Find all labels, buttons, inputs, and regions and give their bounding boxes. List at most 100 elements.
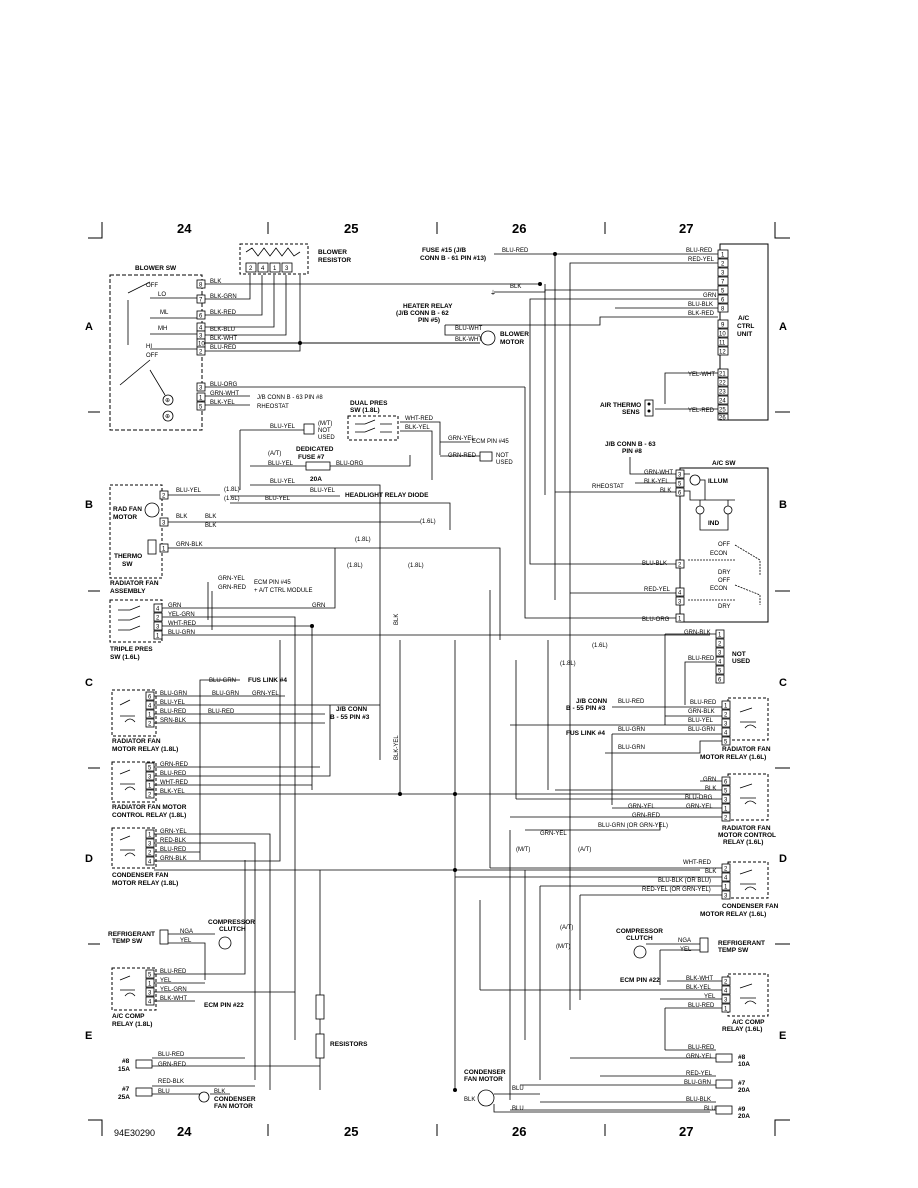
wire-grn-yel-mod: GRN-YEL	[218, 576, 245, 582]
ac-wire-red-yel: RED-YEL	[688, 257, 715, 263]
thermo-sw-2: SW	[122, 561, 133, 568]
svg-text:1: 1	[148, 833, 152, 839]
wire-blk-cf16: BLK	[705, 869, 716, 875]
svg-text:26: 26	[719, 416, 726, 422]
wire-blu-org: BLU-ORG	[210, 382, 238, 388]
wire-grn-tri2: GRN	[312, 603, 325, 609]
wire-blu-org-ac: BLU-ORG	[642, 617, 670, 623]
grid-bottom-24: 24	[177, 1124, 192, 1139]
jb55-1: J/B CONN	[336, 706, 367, 713]
blower-resistor-label-1: BLOWER	[318, 249, 347, 256]
grid-top-26: 26	[512, 221, 526, 236]
wire-grn-tri: GRN	[168, 603, 181, 609]
wire-blu-red-cf18: BLU-RED	[160, 847, 187, 853]
resistors-label: RESISTORS	[330, 1041, 368, 1048]
wire-grn-blk-r16: GRN-BLK	[688, 709, 715, 715]
svg-text:1: 1	[273, 266, 277, 272]
triple-pres-switch: 4 2 3 1 TRIPLE PRES SW (1.6L) GRN YEL-GR…	[109, 548, 710, 1040]
svg-text:1: 1	[148, 713, 152, 719]
wire-blk-rad3: BLK	[205, 523, 216, 529]
svg-text:10: 10	[198, 342, 205, 348]
wire-blu-grn-f7r: BLU-GRN	[684, 1080, 711, 1086]
wire-blk-yel-ac16: BLK-YEL	[686, 985, 711, 991]
wire-blu-grn-or: BLU-GRN (OR GRN-YEL)	[598, 823, 668, 829]
jb63-pin8-label: J/B CONN B - 63 PIN #8	[257, 395, 323, 401]
svg-text:4: 4	[148, 704, 152, 710]
cond-fan-motor-l-1: CONDENSER	[214, 1096, 256, 1103]
svg-text:2: 2	[678, 563, 682, 569]
wire-grn-yel-f8r: GRN-YEL	[686, 1054, 713, 1060]
wire-blu-f9r: BLU	[704, 1106, 716, 1112]
svg-text:5: 5	[721, 289, 725, 295]
blower-resistor: BLOWER RESISTOR 2 4 1 3	[239, 243, 351, 275]
dedicated-fuse-2: FUSE #7	[298, 454, 325, 461]
svg-text:2: 2	[249, 266, 253, 272]
svg-text:10: 10	[719, 332, 726, 338]
svg-text:1: 1	[724, 807, 728, 813]
figure-id: 94E30290	[114, 1128, 155, 1138]
ac-comp-18-1: A/C COMP	[112, 1013, 145, 1020]
svg-text:2: 2	[199, 350, 203, 356]
ac-wire-blk-red: BLK-RED	[688, 311, 715, 317]
comp-clutch-r-1: COMPRESSOR	[616, 928, 663, 935]
wire-red-blk-cf18: RED-BLK	[160, 838, 186, 844]
svg-text:3: 3	[724, 894, 728, 900]
ac-wire-blu-blk: BLU-BLK	[688, 302, 713, 308]
ac-dry-2: DRY	[718, 604, 731, 610]
svg-text:5: 5	[678, 482, 682, 488]
wire-grn-yel-r18: GRN-YEL	[252, 691, 279, 697]
svg-text:8: 8	[721, 307, 725, 313]
wire-blk-ground: BLK	[510, 284, 521, 290]
refrig-temp-r-1: REFRIGERANT	[718, 940, 765, 947]
ac-comp-16-2: RELAY (1.6L)	[722, 1026, 762, 1033]
svg-text:1: 1	[724, 704, 728, 710]
blower-sw-label: BLOWER SW	[135, 265, 177, 272]
rad-fan-ctrl-relay-18: 5 3 1 2 RADIATOR FAN MOTOR CONTROL RELAY…	[111, 640, 700, 819]
wire-blk-yel-ac: BLK-YEL	[644, 479, 669, 485]
wire-blk-1: BLK	[210, 279, 221, 285]
svg-text:6: 6	[199, 314, 203, 320]
cond-fan-18-2: MOTOR RELAY (1.8L)	[112, 880, 178, 887]
wire-blk-wht-ac18: BLK-WHT	[160, 996, 187, 1002]
grid-top-25: 25	[344, 221, 358, 236]
svg-text:4: 4	[724, 989, 728, 995]
wire-grn-red-c18: GRN-RED	[160, 762, 189, 768]
ac-switch: J/B CONN B - 63 PIN #8 A/C SW GRN-WHT BL…	[524, 387, 769, 623]
svg-text:3: 3	[678, 473, 682, 479]
ac-off-1: OFF	[718, 542, 730, 548]
svg-text:6: 6	[148, 695, 152, 701]
ac-comp-18-2: RELAY (1.8L)	[112, 1021, 152, 1028]
l16-rad-1: (1.6L)	[224, 496, 240, 502]
air-thermo-label-1: AIR THERMO	[600, 402, 641, 409]
svg-text:2: 2	[724, 867, 728, 873]
wire-grn-yel-c16b: GRN-YEL	[628, 804, 655, 810]
svg-text:8: 8	[199, 283, 203, 289]
wire-blk-ac: BLK	[660, 488, 671, 494]
svg-text:5: 5	[148, 973, 152, 979]
refrig-temp-l-2: TEMP SW	[112, 938, 143, 945]
ac-ctrl-pins: 1 2 3 7 5 6 8 9 10 11 12 21 22 23 24 25 …	[717, 249, 729, 422]
svg-text:4: 4	[724, 876, 728, 882]
rad-fan-assembly-1: RADIATOR FAN	[110, 580, 159, 587]
wire-blu-red: BLU-RED	[210, 345, 237, 351]
wire-wht-red-c18: WHT-RED	[160, 780, 189, 786]
wire-blu-yel-rad: BLU-YEL	[176, 488, 202, 494]
blower-pos-off2: OFF	[146, 353, 158, 359]
svg-text:1: 1	[718, 633, 722, 639]
svg-text:2: 2	[148, 722, 152, 728]
wire-grn-blk-nu: GRN-BLK	[684, 630, 711, 636]
ac-ctrl-label-2: CTRL	[737, 323, 754, 330]
mt-cf16: (M/T)	[556, 944, 570, 950]
wire-blu-org-fuse: BLU-ORG	[336, 461, 364, 467]
ecm45-wires	[207, 582, 213, 630]
wire-blu-red-ac16: BLU-RED	[688, 1003, 715, 1009]
rad-fan-motor-2: MOTOR	[113, 514, 137, 521]
cond-fan-c-2: FAN MOTOR	[464, 1076, 503, 1083]
mt-notused-2: NOT	[318, 428, 331, 434]
svg-text:2: 2	[724, 713, 728, 719]
cond-fan-motor-center: CONDENSER FAN MOTOR BLK BLU BLU	[464, 1069, 710, 1113]
not-used-r-2: USED	[732, 658, 750, 665]
wire-blk-yel-c18: BLK-YEL	[160, 789, 185, 795]
wire-grn-red-c16: GRN-RED	[632, 813, 661, 819]
